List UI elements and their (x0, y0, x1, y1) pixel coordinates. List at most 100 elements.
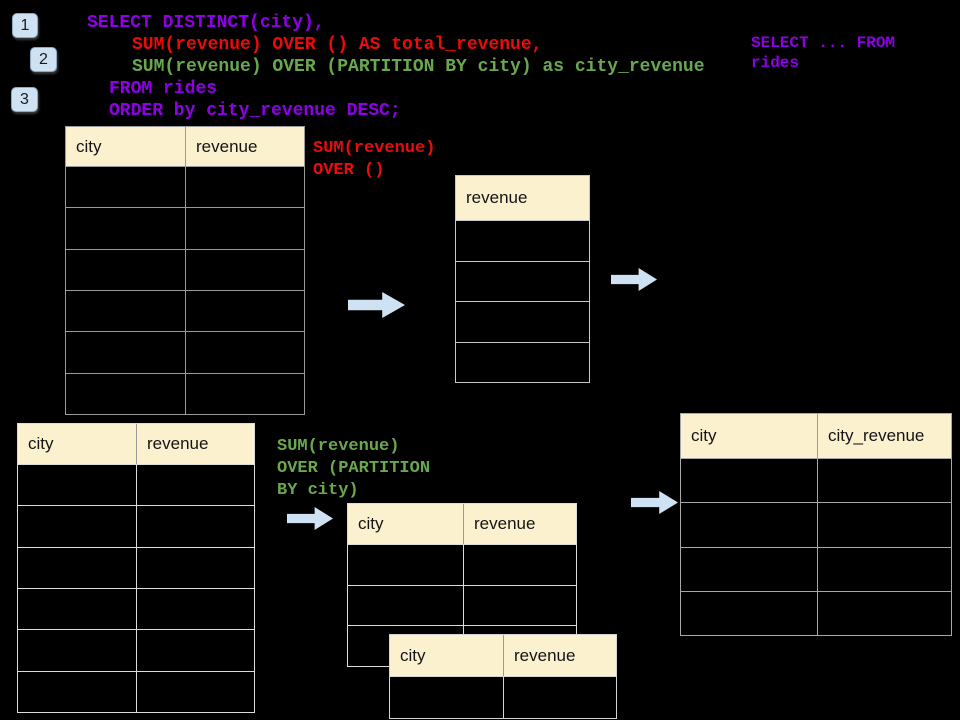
annotation-partition-line-1: SUM(revenue) (277, 437, 400, 456)
table-row (66, 166, 304, 208)
table-cell (66, 249, 186, 290)
side-note-line-2: rides (751, 54, 800, 72)
column-header-revenue: revenue (514, 645, 576, 665)
table-cell (390, 677, 504, 718)
table-partition-group: city revenue (347, 503, 577, 667)
table-row (681, 546, 951, 591)
table-row (456, 260, 589, 302)
table-header-row: city revenue (390, 635, 616, 676)
column-header-revenue: revenue (474, 514, 536, 533)
table-row (348, 544, 576, 585)
table-cell (681, 459, 818, 503)
column-header-city: city (18, 424, 137, 464)
table-row (456, 220, 589, 261)
table-cell (186, 250, 304, 290)
column-header-city: city (348, 504, 464, 544)
table-row (456, 341, 589, 383)
table-cell (18, 465, 137, 506)
table-cell (18, 671, 137, 712)
sql-line-select: SELECT DISTINCT(city), (87, 13, 325, 33)
annotation-partition-line-2: OVER (PARTITION (277, 459, 431, 478)
table-body (390, 676, 616, 718)
table-cell (348, 585, 464, 626)
annotation-partition-line-3: BY city) (277, 481, 359, 500)
table-cell (348, 545, 464, 585)
table-body (18, 464, 254, 712)
table-partition-group-overlay: city revenue (389, 634, 617, 719)
column-header-revenue: revenue (147, 434, 209, 453)
table-cell (66, 373, 186, 414)
table-cell (66, 167, 186, 208)
arrow-right-icon (348, 292, 405, 318)
column-header-city-revenue: city_revenue (828, 426, 925, 445)
table-row (66, 372, 304, 414)
table-header-row: city city_revenue (681, 414, 951, 458)
table-cell (137, 630, 254, 670)
table-cell (504, 677, 616, 718)
table-cell (18, 547, 137, 588)
sql-line-partition: SUM(revenue) OVER (PARTITION BY city) as… (132, 57, 705, 77)
table-row (18, 670, 254, 712)
table-cell (464, 545, 576, 585)
table-cell (186, 167, 304, 207)
table-cell (186, 208, 304, 248)
table-cell (137, 672, 254, 712)
table-row (681, 590, 951, 635)
table-row (66, 289, 304, 332)
table-row (681, 502, 951, 547)
column-header-city: city (66, 127, 186, 166)
table-cell (456, 221, 589, 261)
table-row (66, 331, 304, 373)
step-badge-1: 1 (12, 13, 38, 38)
table-cell (186, 332, 304, 372)
table-cell (66, 208, 186, 249)
table-body (456, 220, 589, 382)
arrow-right-icon (631, 491, 678, 514)
table-header-row: city revenue (348, 504, 576, 544)
step-badge-3: 3 (11, 87, 38, 112)
table-cell (66, 290, 186, 332)
table-cell (456, 302, 589, 342)
table-row (18, 629, 254, 671)
table-cell (186, 291, 304, 331)
table-row (456, 301, 589, 342)
table-row (681, 458, 951, 503)
table-city-revenue-result: city city_revenue (680, 413, 952, 636)
table-cell (18, 588, 137, 630)
arrow-right-icon (287, 507, 333, 530)
table-rides-source-top: city revenue (65, 126, 305, 415)
table-cell (186, 374, 304, 414)
annotation-total-line-2: OVER () (313, 161, 385, 180)
table-cell (18, 630, 137, 671)
column-header-revenue: revenue (466, 188, 528, 207)
table-header-row: city revenue (18, 424, 254, 464)
table-cell (137, 465, 254, 505)
arrow-right-icon (611, 268, 657, 291)
table-cell (818, 503, 951, 546)
table-cell (818, 459, 951, 502)
table-total-revenue-result: revenue (455, 175, 590, 383)
table-cell (681, 547, 818, 591)
table-body (66, 166, 304, 414)
table-rides-source-bottom: city revenue (17, 423, 255, 713)
table-header-row: revenue (456, 176, 589, 220)
column-header-city: city (681, 414, 818, 458)
table-cell (137, 589, 254, 629)
sql-line-from: FROM rides (109, 79, 218, 99)
column-header-city: city (390, 635, 504, 676)
table-body (681, 458, 951, 635)
table-cell (137, 506, 254, 546)
table-cell (464, 586, 576, 626)
table-header-row: city revenue (66, 127, 304, 166)
table-row (18, 546, 254, 588)
table-row (18, 464, 254, 506)
table-cell (137, 548, 254, 588)
table-row (18, 505, 254, 547)
sql-line-total-revenue: SUM(revenue) OVER () AS total_revenue, (132, 35, 543, 55)
sql-line-order-by: ORDER by city_revenue DESC; (109, 101, 401, 121)
table-cell (681, 591, 818, 635)
table-cell (66, 332, 186, 373)
table-row (18, 587, 254, 630)
table-cell (456, 343, 589, 383)
